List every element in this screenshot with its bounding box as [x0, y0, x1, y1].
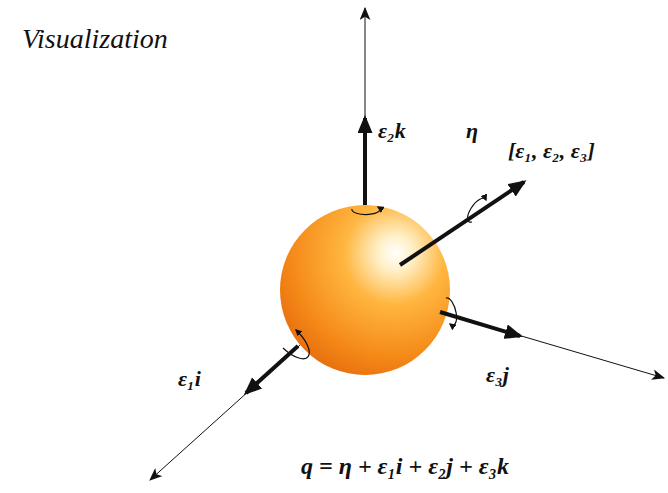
axis-label: ε₂k: [378, 118, 406, 144]
vector-arrows: [246, 118, 524, 393]
axis-label: [ε₁, ε₂, ε₃]: [508, 138, 595, 164]
axis-label: ε₁i: [178, 366, 201, 392]
axis-label: η: [466, 118, 478, 144]
axis-label: ε₃j: [486, 362, 509, 388]
rotation-arcs: [283, 198, 486, 359]
axis-lines: [150, 8, 664, 480]
figure-title: Visualization: [22, 22, 168, 56]
quaternion-equation: q = η + ε₁i + ε₂j + ε₃k: [301, 452, 509, 481]
orange-sphere: [280, 205, 450, 375]
